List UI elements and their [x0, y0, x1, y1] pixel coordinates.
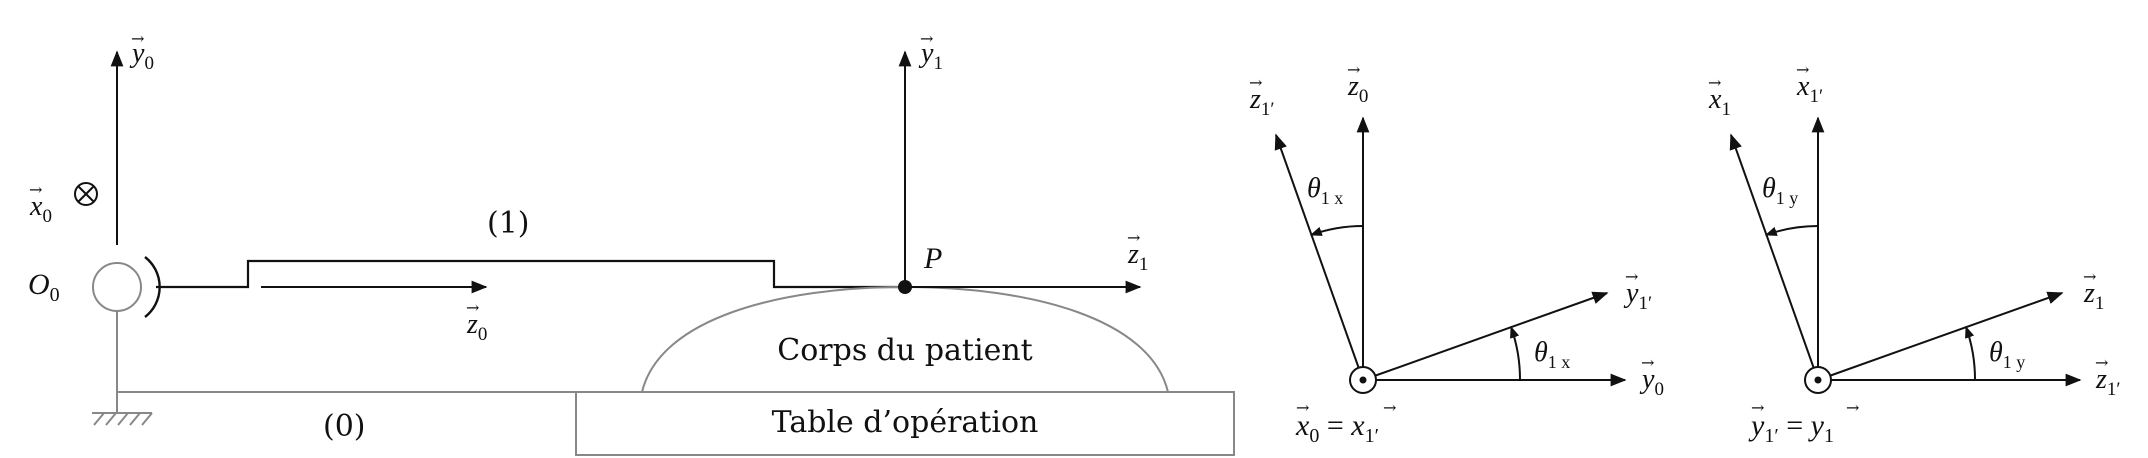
point-p — [898, 280, 912, 294]
out-of-page-icon — [1349, 366, 1377, 394]
point-p-label: P — [923, 242, 942, 275]
z1-label: z1 — [1127, 239, 1148, 275]
theta-label-top-r: θ1 y — [1762, 173, 1798, 208]
rotation-y-figure: x1 → x1′ → z1 → z1′ → θ1 y θ1 y y1′ = y1… — [1708, 60, 2121, 447]
theta-arc-top — [1309, 224, 1364, 236]
z1p-axis-fig — [1274, 133, 1364, 381]
y0-vec-arrow-fig: → — [1641, 353, 1654, 372]
z0-label-fig: z0 — [1347, 71, 1368, 107]
link1-label: (1) — [487, 206, 530, 241]
theta-arc-bottom — [1510, 325, 1522, 381]
z1p-label-fig: z1′ — [1249, 84, 1275, 120]
theta-label-bottom: θ1 x — [1534, 337, 1570, 372]
mechanism-view: y0 → x0 → O0 (0) — [28, 29, 1235, 456]
x0-label: x0 — [29, 191, 52, 227]
z1p-vec-arrow-r: → — [2095, 353, 2108, 372]
y1p-vec-arrow: → — [1625, 267, 1638, 286]
y0-label-fig: y0 — [1639, 364, 1664, 400]
svg-text:→: → — [1296, 398, 1309, 417]
y1-label: y1 — [918, 38, 943, 74]
pivot-joint — [92, 262, 142, 312]
caption-y: y1′ = y1 → → — [1748, 398, 1859, 447]
table-label: Table d’opération — [772, 405, 1039, 440]
svg-text:y1′ = y1: y1′ = y1 — [1748, 409, 1834, 447]
y1-vec-arrow: → — [920, 29, 933, 48]
theta-label-top: θ1 x — [1307, 173, 1343, 208]
z0-vec-arrow-fig: → — [1347, 60, 1360, 79]
y0-label: y0 — [129, 38, 154, 74]
into-page-icon — [74, 182, 98, 206]
svg-text:→: → — [1751, 398, 1764, 417]
x1p-label-fig: x1′ — [1796, 71, 1823, 107]
z1-label-fig: z1 — [2083, 278, 2104, 314]
out-of-page-icon-r — [1804, 366, 1832, 394]
svg-text:→: → — [1383, 398, 1396, 417]
x1p-vec-arrow: → — [1796, 60, 1809, 79]
origin-label: O0 — [28, 268, 60, 306]
theta-arc-top-r — [1764, 224, 1819, 236]
theta-arc-bottom-r — [1965, 325, 1977, 381]
caption-x: x0 = x1′ → → — [1295, 398, 1396, 447]
z1-axis-fig — [1817, 291, 2064, 381]
y1p-label-fig: y1′ — [1623, 278, 1652, 314]
z0-vec-arrow: → — [466, 298, 479, 317]
x1-label-fig: x1 — [1708, 84, 1731, 120]
z1-vec-arrow-fig: → — [2083, 267, 2096, 286]
svg-text:→: → — [1846, 398, 1859, 417]
y1p-axis-fig — [1362, 291, 1609, 381]
rotation-x-figure: z1′ → z0 → y1′ → y0 → θ1 x θ1 x x0 = x1′… — [1249, 60, 1664, 447]
z1p-vec-arrow: → — [1249, 73, 1262, 92]
x1-axis-fig — [1729, 133, 1819, 381]
z0-label: z0 — [466, 309, 487, 345]
link1-body — [156, 259, 905, 289]
link0-label: (0) — [323, 409, 366, 444]
z1p-label-fig-r: z1′ — [2095, 364, 2121, 400]
theta-label-bottom-r: θ1 y — [1989, 337, 2025, 372]
x1-vec-arrow: → — [1708, 73, 1721, 92]
patient-label: Corps du patient — [777, 333, 1032, 368]
operating-table — [575, 391, 1235, 456]
ground-hatch-icon — [92, 412, 153, 426]
y0-vec-arrow: → — [131, 29, 144, 48]
z1-vec-arrow: → — [1127, 228, 1140, 247]
x0-vec-arrow: → — [29, 180, 42, 199]
svg-text:x0 = x1′: x0 = x1′ — [1295, 409, 1379, 447]
